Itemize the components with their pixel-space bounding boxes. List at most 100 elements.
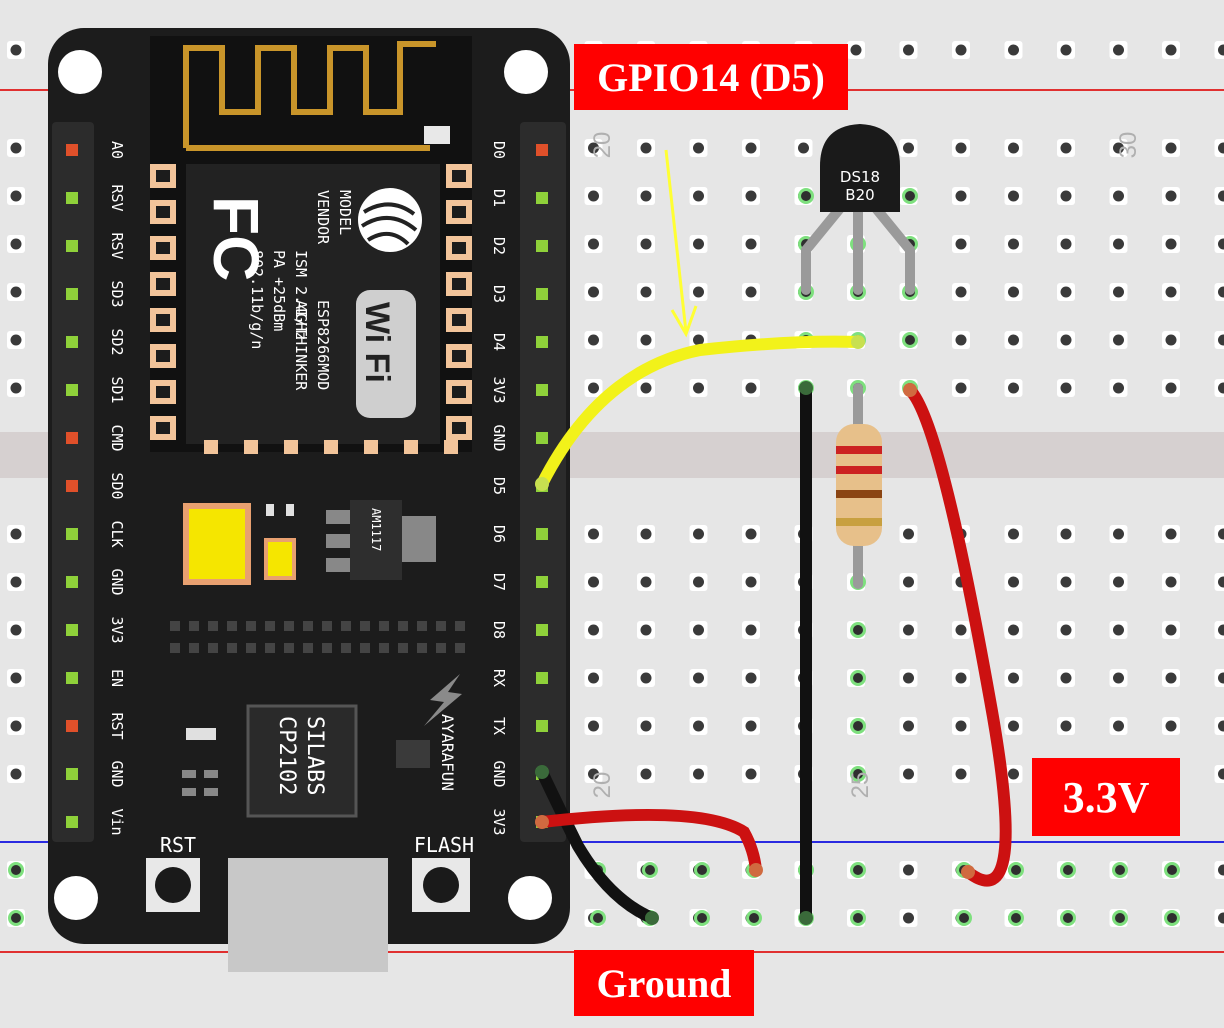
right-pin [536, 240, 548, 252]
breadboard-hole-pin [10, 334, 22, 346]
wifi-logo-frame [356, 290, 416, 418]
breadboard-hole-pin [903, 672, 914, 684]
smd-pad [170, 643, 180, 653]
column-number-30-top: 30 [1115, 132, 1142, 159]
breadboard-hole-pin [588, 190, 599, 202]
castellated-pad-hole [156, 170, 170, 182]
connected-hole-pin [905, 191, 915, 201]
breadboard-hole-pin [588, 238, 599, 250]
breadboard-hole-pin [955, 672, 967, 684]
right-pin [536, 624, 548, 636]
power-wire-sensor [904, 384, 1012, 887]
flash-button-cap [423, 867, 459, 903]
ground-label: Ground [574, 950, 754, 1016]
left-pin [66, 240, 78, 252]
breadboard-hole-pin [955, 382, 967, 394]
right-pin-label: RX [490, 669, 508, 687]
usb-chip-line2: CP2102 [274, 716, 299, 795]
smd-pad [189, 643, 199, 653]
breadboard-hole-pin [10, 190, 22, 202]
gpio14-signal-wire [536, 335, 864, 490]
breadboard-hole-pin [1008, 528, 1019, 540]
smd-pad [417, 621, 427, 631]
smd-pad [227, 643, 237, 653]
antenna-led [424, 126, 450, 144]
connected-hole-pin [853, 913, 863, 923]
breadboard-hole-pin [1008, 672, 1019, 684]
connected-hole-pin [1167, 913, 1177, 923]
resistor-band-1 [836, 446, 882, 454]
connected-hole-pin [1063, 913, 1073, 923]
rf-text-line: ESP8266MOD [314, 300, 332, 390]
ground-wire-sensor-end-rail [799, 911, 813, 925]
capacitor-small [264, 538, 296, 580]
right-pin [536, 432, 548, 444]
connected-hole-pin [1167, 865, 1177, 875]
right-pin-label: D6 [490, 525, 508, 543]
breadboard-hole-pin [588, 528, 599, 540]
sensor-body [820, 124, 900, 212]
bottom-pad [244, 440, 258, 454]
smd-pad [303, 643, 313, 653]
breadboard-hole-pin [588, 624, 599, 636]
right-pin-label: 3V3 [490, 376, 508, 403]
breadboard-hole-pin [1008, 286, 1019, 298]
castellated-pad-hole [156, 314, 170, 326]
regulator-marking: AM1117 [369, 508, 383, 551]
left-pin [66, 672, 78, 684]
smd-pad [208, 621, 218, 631]
breadboard-hole-pin [745, 576, 757, 588]
breadboard-hole-pin [10, 768, 22, 780]
castellated-pad-hole [156, 206, 170, 218]
breadboard-hole-pin [1060, 190, 1072, 202]
rail-hole-pin [1218, 912, 1224, 924]
power-wire-end-rail [749, 863, 763, 877]
breadboard-hole-pin [955, 334, 967, 346]
smd-pad [398, 621, 408, 631]
rail-hole-pin [903, 912, 914, 924]
breadboard-hole-pin [745, 238, 757, 250]
rail-hole-pin [1218, 864, 1224, 876]
sensor-marking-line2: B20 [845, 186, 874, 204]
smd-pad [189, 621, 199, 631]
breadboard-hole-pin [588, 334, 599, 346]
usb-chip-line1: SILABS [302, 716, 327, 795]
connected-hole-pin [801, 191, 811, 201]
right-pin [536, 528, 548, 540]
breadboard-hole-pin [1113, 238, 1124, 250]
breadboard-hole-pin [1060, 382, 1072, 394]
gpio14-label: GPIO14 (D5) [574, 44, 848, 110]
breadboard-hole-pin [745, 720, 757, 732]
breadboard-hole-pin [1165, 382, 1177, 394]
breadboard-hole-pin [745, 286, 757, 298]
breadboard-hole-pin [1060, 528, 1072, 540]
power-wire-sensor-end-top [903, 383, 917, 397]
transistor-body [396, 740, 430, 768]
regulator-pin-1 [326, 510, 354, 524]
breadboard-hole-pin [1008, 142, 1019, 154]
breadboard-hole-pin [745, 382, 757, 394]
breadboard-hole-pin [640, 142, 652, 154]
smd-pad [246, 643, 256, 653]
smd-pad [360, 643, 370, 653]
resistor-band-3 [836, 490, 882, 498]
bottom-pad [444, 440, 458, 454]
espressif-swirl-icon [360, 202, 418, 246]
breadboard-hole-pin [1060, 720, 1072, 732]
breadboard-hole-pin [1165, 624, 1177, 636]
smd-pad [322, 621, 332, 631]
lightning-logo-icon [424, 674, 462, 726]
castellated-pad-hole [452, 278, 466, 290]
breadboard-hole-pin [903, 720, 914, 732]
smd-pad [322, 643, 332, 653]
breadboard-hole-pin [1165, 142, 1177, 154]
breadboard-hole-pin [903, 44, 914, 56]
smd-pads-left-2 [204, 770, 218, 778]
smd-pads-left-1 [182, 770, 196, 778]
right-pin [536, 192, 548, 204]
left-pin-label: RST [108, 712, 126, 739]
breadboard-hole-pin [1165, 44, 1177, 56]
breadboard-hole-pin [1113, 624, 1124, 636]
breadboard-hole-pin [10, 672, 22, 684]
